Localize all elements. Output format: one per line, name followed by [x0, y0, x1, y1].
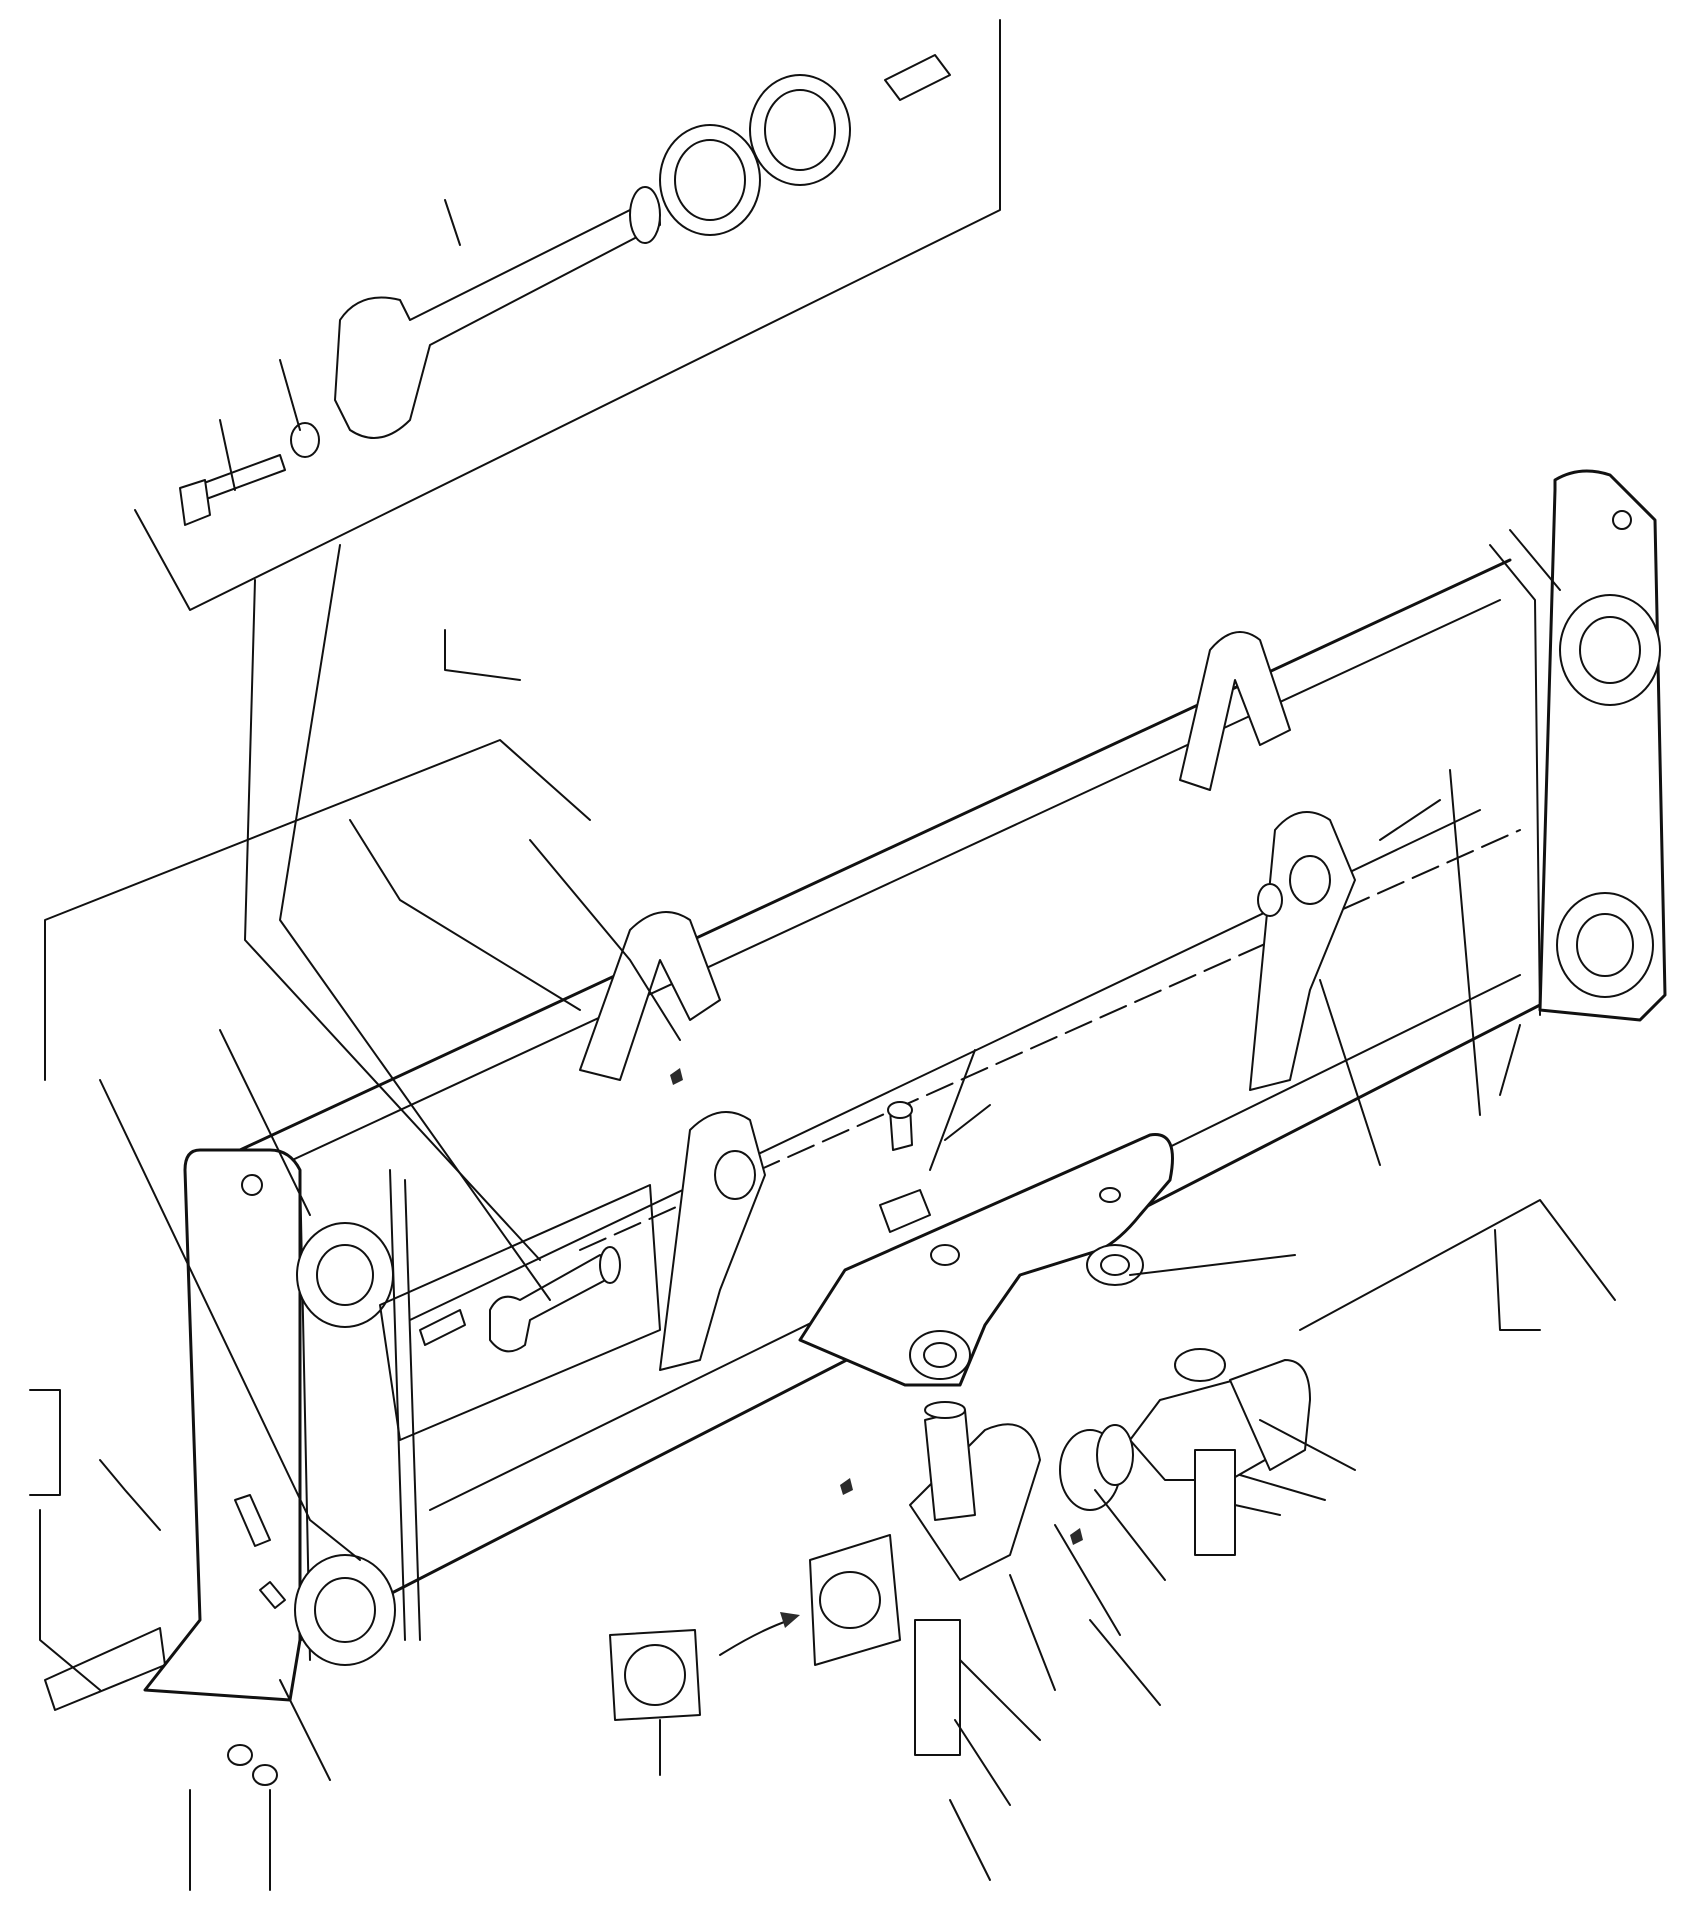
top-hook-right	[1179, 631, 1291, 791]
left-side-plate	[44, 1148, 421, 1711]
main-frame-beam	[238, 558, 1542, 1642]
pin-assembly-exploded	[134, 19, 1001, 611]
small-hardware	[227, 1068, 1083, 1786]
swivel-assembly	[609, 1348, 1311, 1756]
leader-lines	[29, 544, 1616, 1891]
bracket-left	[659, 1111, 766, 1371]
bracket-right	[1249, 811, 1356, 1091]
top-hook-left	[579, 911, 721, 1081]
right-side-plate	[1489, 469, 1667, 1022]
center-pin-assembly	[379, 1184, 661, 1441]
center-plate	[798, 1101, 1174, 1387]
